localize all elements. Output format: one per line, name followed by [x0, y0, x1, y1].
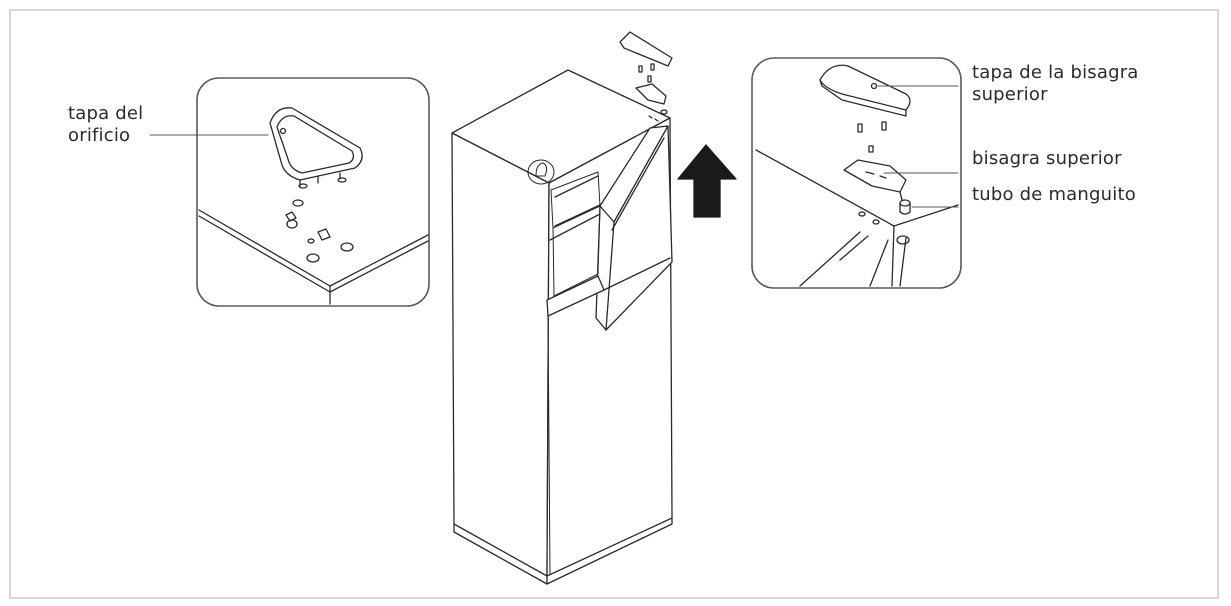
label-hole-cap: tapa del orificio	[68, 103, 143, 147]
diagram-frame	[9, 9, 1219, 599]
label-top-hinge-cover-line2: superior	[972, 84, 1048, 105]
sleeve-tube-icon	[899, 199, 911, 215]
detail-box-hole-cap	[149, 77, 430, 307]
freezer-door	[595, 125, 673, 331]
hinge-cover-icon	[819, 64, 911, 117]
cabinet-holes	[285, 199, 354, 263]
label-top-hinge-cover-line1: tapa de la bisagra	[972, 62, 1139, 83]
detail-box-hinge	[751, 57, 962, 289]
label-sleeve-tube: tubo de manguito	[972, 184, 1136, 205]
label-top-hinge-cover: tapa de la bisagra superior	[972, 62, 1139, 106]
label-hole-cap-line2: orificio	[68, 125, 131, 146]
refrigerator	[451, 31, 673, 585]
top-hinge-icon	[843, 159, 907, 201]
hole-cap-icon	[269, 107, 363, 189]
top-hinge-exploded	[619, 31, 673, 122]
up-arrow-icon	[677, 144, 737, 218]
label-hole-cap-line1: tapa del	[68, 103, 144, 124]
label-top-hinge: bisagra superior	[972, 148, 1122, 169]
